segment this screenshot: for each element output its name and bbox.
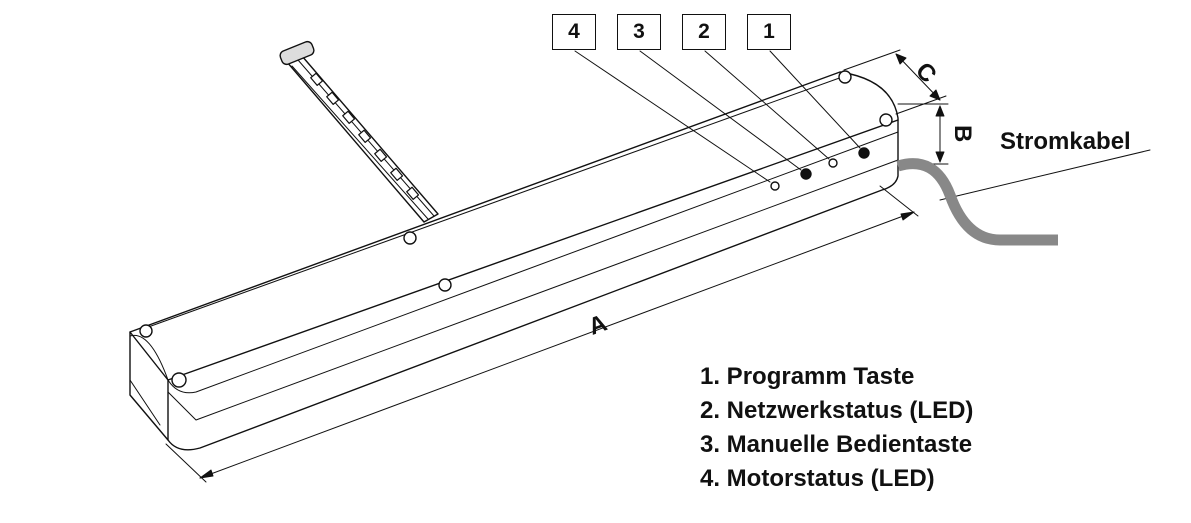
led-4 xyxy=(770,181,780,191)
dimension-b-label: B xyxy=(949,125,976,142)
legend-item-2: 2. Netzwerkstatus (LED) xyxy=(700,397,974,424)
dimension-b-line xyxy=(897,103,949,165)
actuator-housing xyxy=(129,71,899,451)
chain-arm xyxy=(279,40,439,223)
button-3 xyxy=(800,168,812,180)
legend-item-4: 4. Motorstatus (LED) xyxy=(700,465,935,492)
callout-2: 2 xyxy=(682,14,726,50)
callout-4: 4 xyxy=(552,14,596,50)
led-2 xyxy=(828,158,838,168)
dimension-c-label: C xyxy=(910,57,942,88)
cable-leader-line xyxy=(939,149,1151,201)
control-elements xyxy=(770,147,870,191)
callout-1: 1 xyxy=(747,14,791,50)
dimension-a-line xyxy=(165,185,919,483)
dimension-c-line xyxy=(843,49,947,115)
legend: 1. Programm Taste 2. Netzwerkstatus (LED… xyxy=(700,360,973,496)
leader-lines xyxy=(574,50,861,183)
legend-item-1: 1. Programm Taste xyxy=(700,363,915,390)
power-cable xyxy=(896,158,1058,246)
button-1 xyxy=(858,147,870,159)
legend-item-3: 3. Manuelle Bedientaste xyxy=(700,431,973,458)
callout-3: 3 xyxy=(617,14,661,50)
dimension-a-label: A xyxy=(585,309,611,340)
cable-label: Stromkabel xyxy=(1000,128,1131,155)
screws xyxy=(139,70,893,388)
